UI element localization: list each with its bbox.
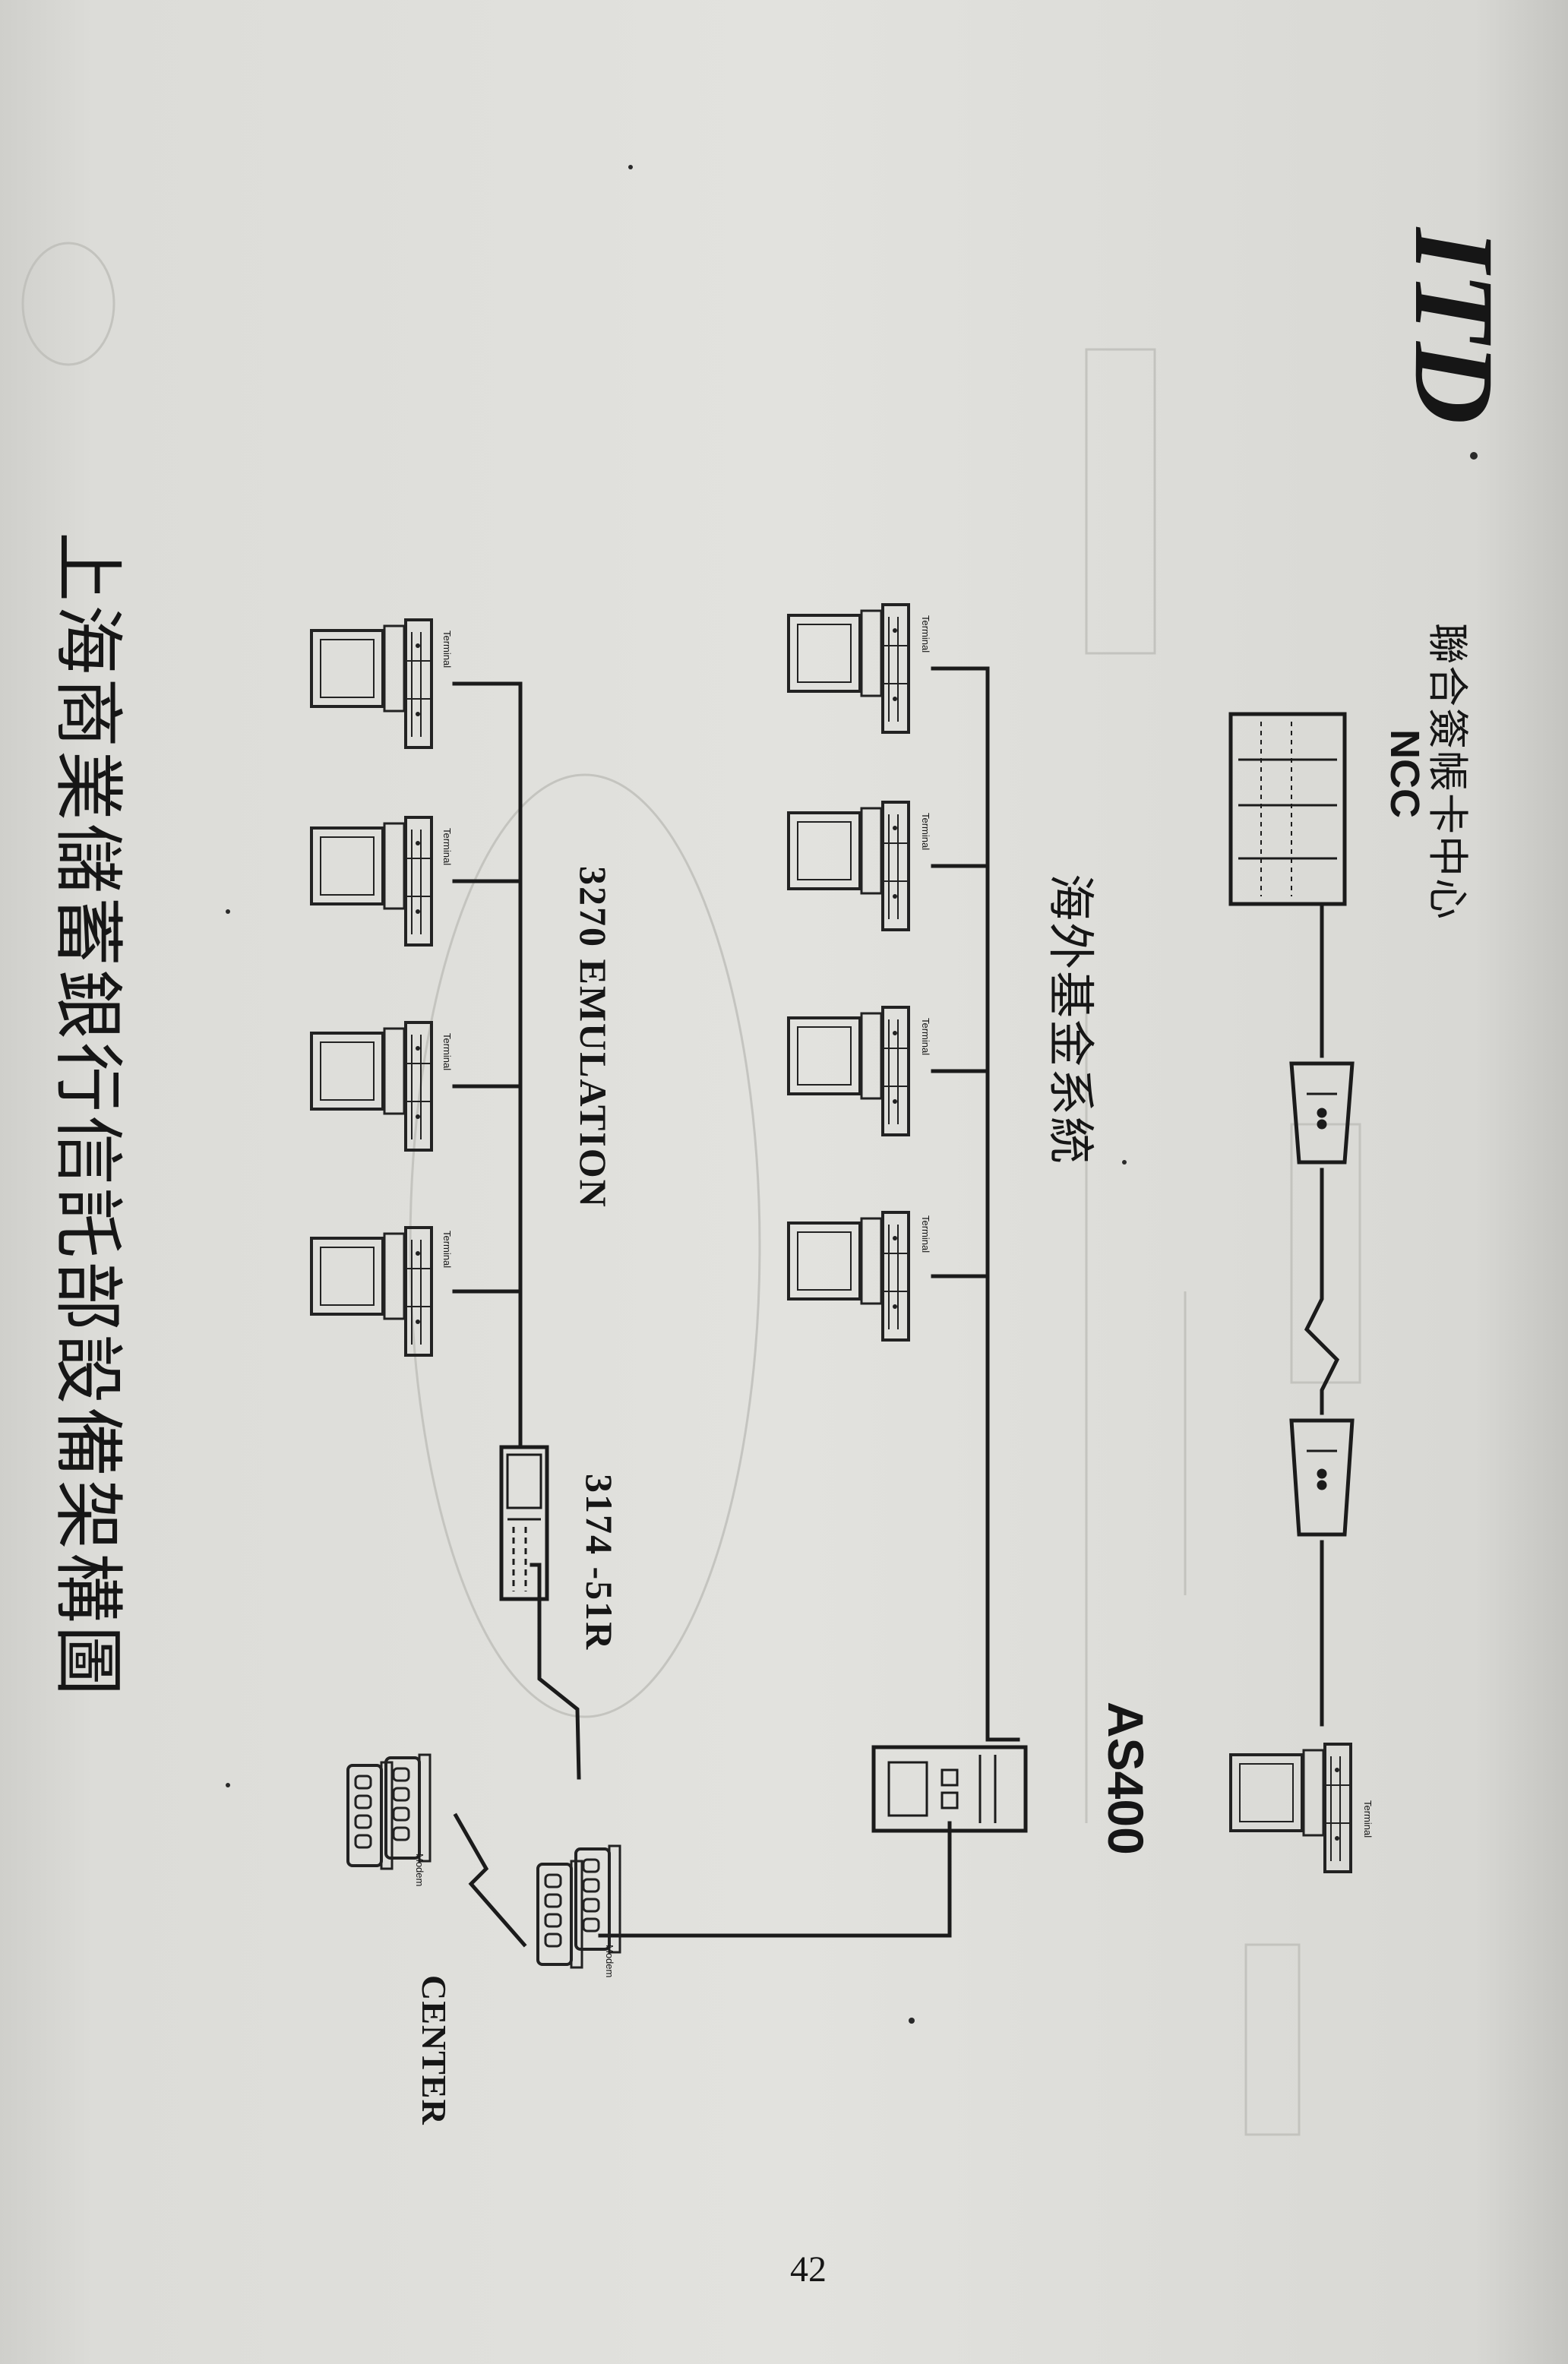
- terminal-tag: Terminal: [920, 1018, 931, 1056]
- modem-tag: Modem: [414, 1854, 425, 1887]
- as400-label: AS400: [1098, 1702, 1154, 1855]
- page-number: 42: [790, 2249, 827, 2290]
- terminal-tag: Terminal: [441, 1231, 453, 1269]
- terminal-tag: Terminal: [1362, 1800, 1374, 1838]
- terminal-tag: Terminal: [441, 1033, 453, 1071]
- terminal-tag: Terminal: [920, 813, 931, 851]
- itd-logo: ITD: [1391, 228, 1517, 425]
- controller-label: 3174 -51R: [578, 1474, 621, 1651]
- terminal-tag: Terminal: [441, 828, 453, 866]
- diagram-title: 上海商業儲蓄銀行信託部設備架構圖: [47, 532, 128, 1699]
- center-label: CENTER: [415, 1975, 454, 2125]
- emulation-label: 3270 EMULATION: [572, 866, 615, 1209]
- ncc-chinese-label: 聯合簽帳卡中心: [1424, 623, 1472, 921]
- terminal-tag: Terminal: [441, 631, 453, 668]
- terminal-tag: Terminal: [920, 615, 931, 653]
- overseas-system-label: 海外基金系統: [1043, 874, 1099, 1166]
- terminal-tag: Terminal: [920, 1215, 931, 1253]
- modem-tag: Modem: [604, 1945, 615, 1978]
